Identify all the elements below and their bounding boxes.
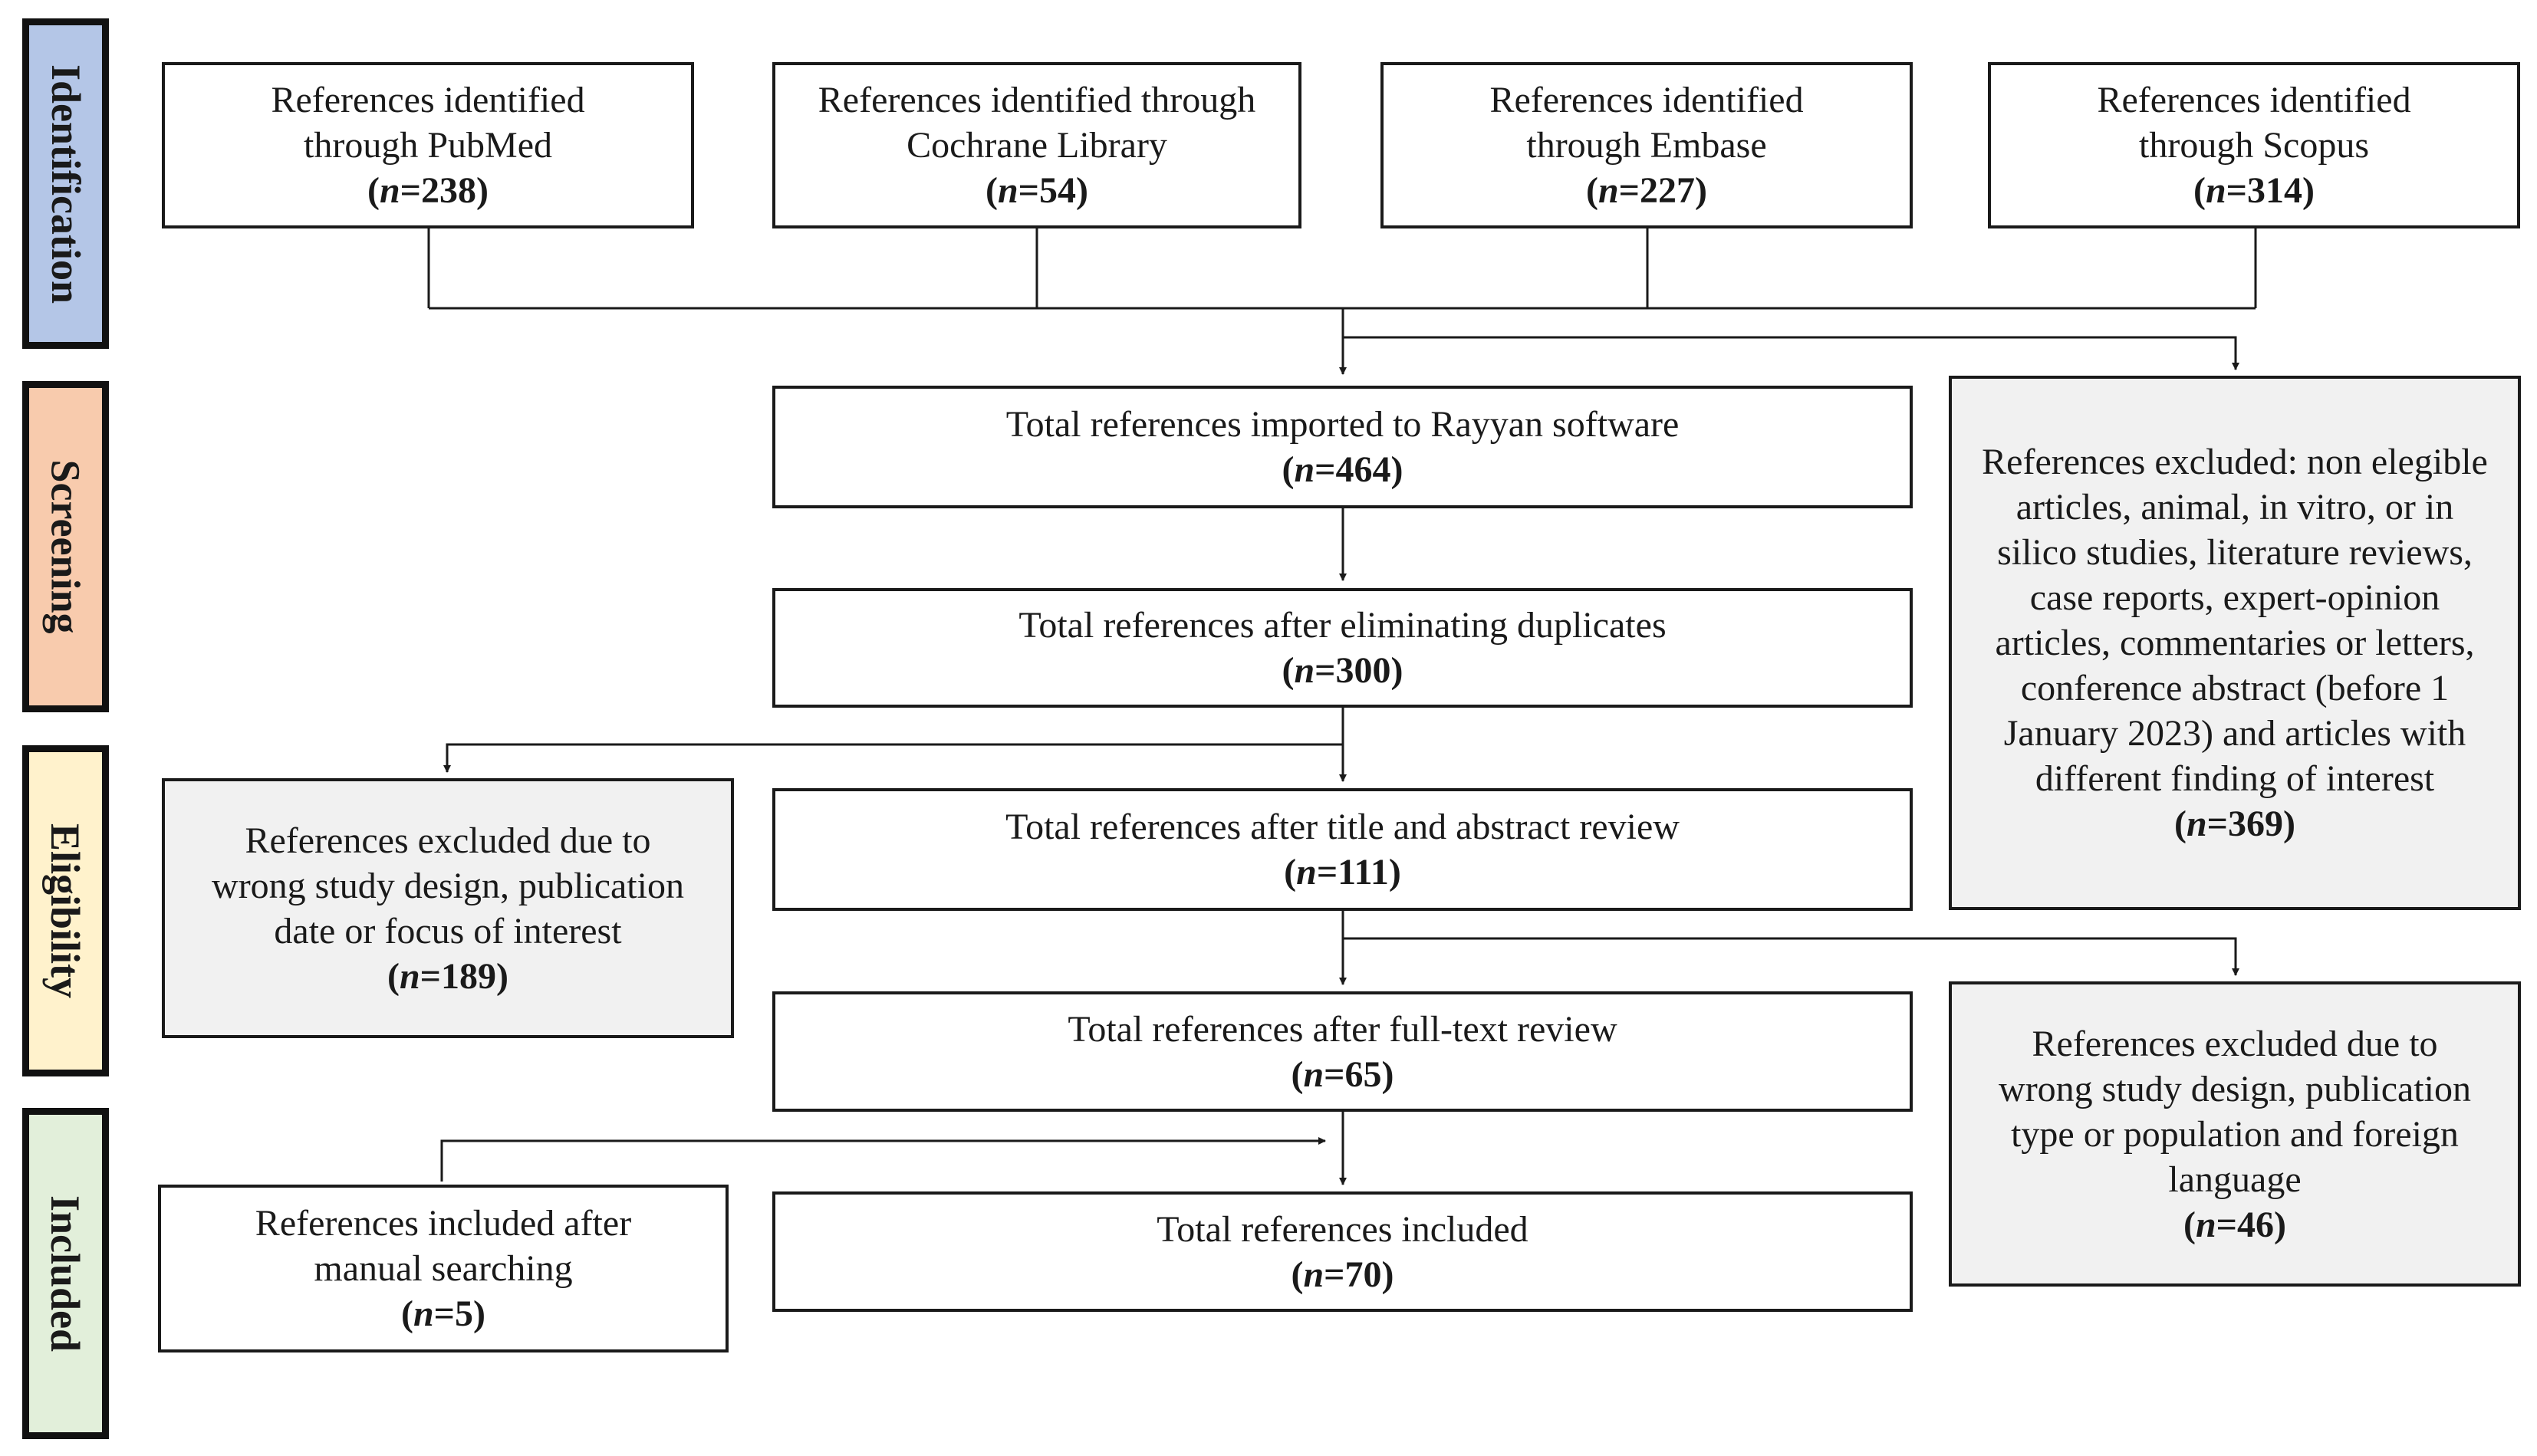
scopus-count: (n=314) <box>2193 170 2315 211</box>
arrow-to-excluded-screening <box>1343 336 2239 370</box>
pubmed-text: References identified through PubMed <box>271 80 585 166</box>
stage-included: Included <box>22 1108 109 1439</box>
cochrane-count: (n=54) <box>985 170 1089 211</box>
stage-screening: Screening <box>22 381 109 712</box>
stage-eligibility-label: Eligibility <box>42 823 89 999</box>
embase-count: (n=227) <box>1585 170 1708 211</box>
dedup-box: Total references after eliminating dupli… <box>772 588 1913 708</box>
excluded-screening-box: References excluded: non elegible articl… <box>1949 376 2521 910</box>
stage-included-label: Included <box>42 1195 89 1352</box>
excluded-full-text-text: References excluded due to wrong study d… <box>1999 1023 2471 1200</box>
dedup-text: Total references after eliminating dupli… <box>1018 605 1667 646</box>
embase-box: References identified through Embase (n=… <box>1380 62 1913 228</box>
excluded-full-text-count: (n=46) <box>2183 1204 2287 1245</box>
stage-eligibility: Eligibility <box>22 745 109 1076</box>
excluded-title-abstract-text: References excluded due to wrong study d… <box>212 820 684 951</box>
scopus-text: References identified through Scopus <box>2097 80 2411 166</box>
excluded-title-abstract-count: (n=189) <box>387 955 509 997</box>
arrow-to-excluded-title-abstract <box>443 743 1343 773</box>
cochrane-text: References identified through Cochrane L… <box>818 80 1256 166</box>
arrow-to-excluded-full-text <box>1343 937 2239 976</box>
full-text-count: (n=65) <box>1291 1053 1394 1095</box>
rayyan-count: (n=464) <box>1282 449 1403 490</box>
included-box: Total references included (n=70) <box>772 1191 1913 1312</box>
included-count: (n=70) <box>1291 1254 1394 1295</box>
pubmed-count: (n=238) <box>367 170 489 211</box>
scopus-box: References identified through Scopus (n=… <box>1988 62 2520 228</box>
rayyan-text: Total references imported to Rayyan soft… <box>1005 404 1680 445</box>
full-text-text: Total references after full-text review <box>1068 1008 1617 1050</box>
title-abstract-text: Total references after title and abstrac… <box>1005 807 1680 847</box>
stage-identification-label: Identification <box>42 64 89 304</box>
arrow-from-manual-search <box>440 1137 1326 1182</box>
manual-search-text: References included after manual searchi… <box>255 1203 632 1289</box>
pubmed-box: References identified through PubMed (n=… <box>162 62 694 228</box>
excluded-full-text-box: References excluded due to wrong study d… <box>1949 981 2521 1287</box>
full-text-box: Total references after full-text review … <box>772 991 1913 1112</box>
stage-screening-label: Screening <box>42 459 89 634</box>
title-abstract-box: Total references after title and abstrac… <box>772 788 1913 911</box>
manual-search-box: References included after manual searchi… <box>158 1185 729 1352</box>
cochrane-box: References identified through Cochrane L… <box>772 62 1301 228</box>
dedup-count: (n=300) <box>1282 650 1403 691</box>
excluded-screening-text: References excluded: non elegible articl… <box>1982 442 2488 799</box>
stage-identification: Identification <box>22 18 109 349</box>
title-abstract-count: (n=111) <box>1284 852 1401 892</box>
included-text: Total references included <box>1157 1208 1528 1250</box>
embase-text: References identified through Embase <box>1489 80 1804 166</box>
excluded-title-abstract-box: References excluded due to wrong study d… <box>162 778 734 1038</box>
excluded-screening-count: (n=369) <box>2173 804 2296 844</box>
rayyan-box: Total references imported to Rayyan soft… <box>772 386 1913 508</box>
manual-search-count: (n=5) <box>400 1293 486 1334</box>
